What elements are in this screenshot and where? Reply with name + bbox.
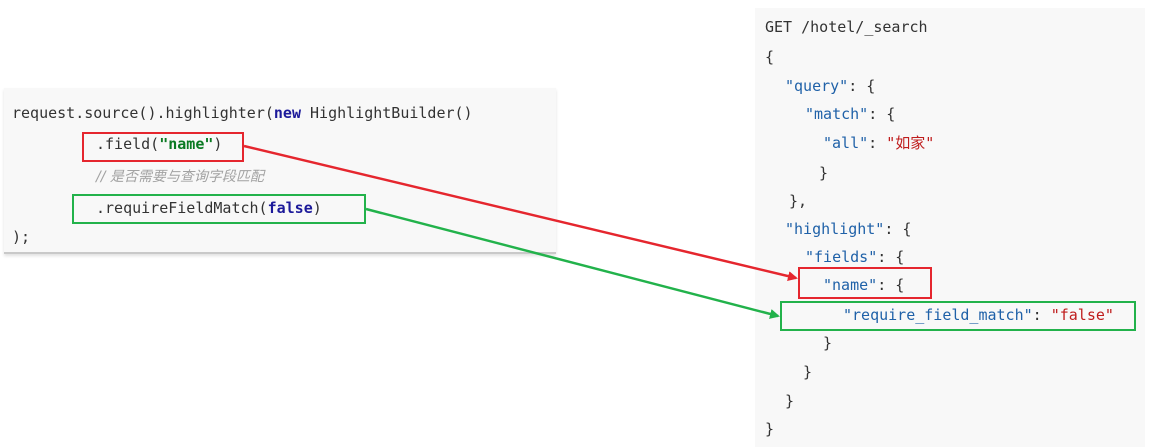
dsl-line-3: "query": { [785, 76, 875, 96]
dsl-line-6: } [819, 163, 828, 183]
java-line-3: // 是否需要与查询字段匹配 [96, 166, 264, 187]
java-code-panel: request.source().highlighter(new Highlig… [4, 88, 556, 254]
dsl-name-highlight-box [798, 267, 932, 299]
code-text: .field( [96, 135, 160, 153]
code-text: : [1032, 306, 1051, 324]
json-key: "query" [785, 77, 849, 95]
code-text: HighlightBuilder() [301, 104, 473, 122]
code-text: ); [12, 228, 31, 246]
dsl-line-5: "all": "如家" [823, 133, 934, 153]
dsl-line-10: "name": { [823, 275, 904, 295]
dsl-code-panel: GET /hotel/_search { "query": { "match":… [755, 8, 1145, 447]
green-arrow [365, 207, 780, 319]
dsl-line-13: } [803, 362, 812, 382]
code-text: } [785, 392, 795, 410]
dsl-line-7: }, [789, 191, 807, 211]
dsl-line-4: "match": { [805, 104, 895, 124]
json-key: "highlight" [785, 220, 885, 238]
json-string: "如家" [886, 134, 935, 152]
dsl-line-11: "require_field_match": "false" [843, 305, 1114, 325]
code-text: : { [848, 77, 876, 95]
code-text: : { [877, 248, 905, 266]
json-key: "fields" [805, 248, 878, 266]
dsl-line-14: } [785, 391, 794, 411]
java-line-4: .requireFieldMatch(false) [96, 198, 322, 218]
dsl-require-highlight-box [780, 301, 1136, 331]
dsl-line-9: "fields": { [805, 247, 904, 267]
code-text: { [765, 48, 775, 66]
json-key: "match" [805, 105, 869, 123]
code-text: : { [868, 105, 896, 123]
code-text: ) [213, 135, 223, 153]
dsl-line-1: GET /hotel/_search [765, 17, 928, 37]
code-text: : { [884, 220, 912, 238]
code-text: request.source().highlighter( [12, 104, 274, 122]
code-comment: // 是否需要与查询字段匹配 [96, 169, 264, 185]
json-key: "require_field_match" [843, 306, 1033, 324]
code-text: } [823, 334, 833, 352]
json-key: "all" [823, 134, 869, 152]
string-name: "name" [159, 135, 214, 153]
code-text: } [765, 420, 775, 438]
red-arrow [243, 144, 798, 282]
keyword-new: new [273, 104, 301, 122]
java-field-highlight-box [82, 132, 244, 162]
dsl-line-8: "highlight": { [785, 219, 911, 239]
code-text: } [803, 363, 813, 381]
dsl-line-2: { [765, 47, 774, 67]
code-text: } [819, 164, 829, 182]
java-line-5: ); [12, 227, 30, 247]
java-line-2: .field("name") [96, 134, 222, 154]
json-key: "name" [823, 276, 878, 294]
code-text: GET /hotel/_search [765, 18, 928, 36]
json-string: "false" [1050, 306, 1114, 324]
dsl-line-15: } [765, 419, 774, 439]
code-text: : [868, 134, 887, 152]
code-text: ) [312, 199, 322, 217]
java-line-1: request.source().highlighter(new Highlig… [12, 103, 473, 123]
code-text: .requireFieldMatch( [96, 199, 268, 217]
code-text: }, [789, 192, 808, 210]
code-text: : { [877, 276, 905, 294]
keyword-false: false [267, 199, 313, 217]
dsl-line-12: } [823, 333, 832, 353]
java-require-highlight-box [72, 194, 366, 224]
